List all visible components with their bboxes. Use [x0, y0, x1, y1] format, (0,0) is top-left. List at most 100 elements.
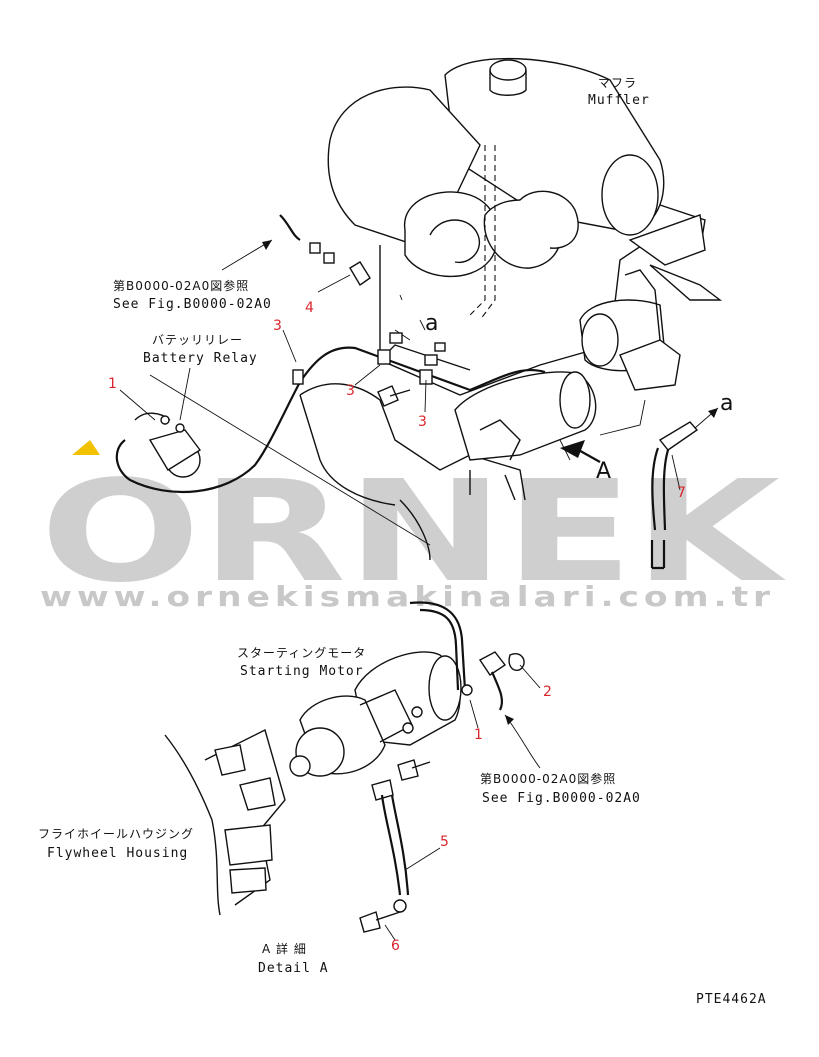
- callout-5: 5: [440, 834, 449, 850]
- view-a-return-line: [599, 399, 646, 436]
- leader-3a: [282, 329, 297, 363]
- view-A-arrow-head: [560, 440, 585, 458]
- watermark-brand: ORNEK: [40, 451, 786, 614]
- side-bracket: [649, 264, 723, 301]
- leader-6: [384, 924, 396, 941]
- view-A-arrow-shaft: [574, 447, 601, 463]
- cable-clamp-a: [292, 369, 304, 385]
- leader-2: [519, 664, 541, 689]
- label-detail-jp: A 詳 細: [262, 941, 307, 956]
- label-view-a-upper: a: [425, 311, 438, 336]
- ground-cable-5-b: [390, 794, 410, 896]
- callout-3-c: 3: [418, 414, 427, 430]
- sensor-connector-a: [309, 242, 321, 254]
- engine-assembly-drawing: [115, 57, 723, 570]
- label-flywheel-en: Flywheel Housing: [47, 846, 188, 861]
- engine-clip-c: [434, 342, 446, 352]
- muffler-outlet-pipe: [489, 70, 527, 96]
- detail-a-drawing: [164, 601, 541, 941]
- engine-clip-a: [389, 332, 403, 344]
- ref-top-arrow: [262, 240, 272, 250]
- pipe-7-arrow: [708, 408, 718, 418]
- battery-cable-loop: [115, 381, 301, 494]
- callout-1-bottom: 1: [474, 727, 483, 743]
- leader-1-top: [119, 389, 156, 421]
- flywheel-housing-lug-c: [224, 824, 273, 866]
- clamp-bolt-shank: [389, 389, 411, 397]
- pipe-7-top: [658, 421, 699, 451]
- label-muffler-jp: マフラ: [598, 76, 637, 90]
- callout-3-a: 3: [273, 318, 282, 334]
- sensor-plug: [349, 261, 371, 287]
- callout-2: 2: [543, 684, 552, 700]
- starter-motor-upper-end: [559, 371, 591, 429]
- flywheel-housing-lower: [299, 394, 396, 506]
- pipe-7-body-a: [651, 447, 660, 531]
- label-muffler-en: Muffler: [588, 93, 650, 108]
- label-detail-en: Detail A: [258, 961, 329, 976]
- battery-cable-harness: [299, 346, 546, 392]
- flywheel-housing-lug-a: [214, 744, 246, 776]
- starter-solenoid: [359, 689, 413, 743]
- turbo-inlet: [429, 219, 481, 264]
- filter-head: [619, 339, 681, 391]
- engine-clip-b: [424, 354, 438, 366]
- ground-cable-bottom-lug: [393, 899, 407, 913]
- leader-1-bottom: [469, 699, 479, 729]
- sensor-connector-b: [323, 252, 335, 264]
- battery-relay-bracket: [148, 429, 202, 471]
- ref-bottom-arrow: [505, 715, 514, 725]
- leader-A: [559, 439, 571, 461]
- clamp-bolt-head: [377, 385, 399, 407]
- drawing-code: PTE4462A: [696, 992, 767, 1007]
- cable-clamp-b: [377, 349, 391, 365]
- filter-end: [581, 313, 619, 367]
- filter-bracket: [624, 269, 661, 341]
- callout-numbers: 1 3 3 3 4 7 2 1 5 6: [108, 300, 686, 954]
- label-starting-motor-jp: スターティングモータ: [237, 646, 366, 660]
- bolt-6-shank: [375, 911, 401, 921]
- label-ref-bottom-en: See Fig.B0000-02A0: [482, 791, 641, 806]
- terminal-2-wire: [490, 671, 504, 711]
- flywheel-housing-edge: [399, 499, 431, 561]
- flywheel-housing-profile: [164, 734, 221, 916]
- watermark-accent: [72, 440, 100, 455]
- flywheel-housing-upper: [299, 383, 526, 501]
- exhaust-pipe-dashed-a: [469, 145, 486, 316]
- starter-motor-upper-nose: [479, 419, 521, 461]
- pipe-7-body-b: [662, 449, 670, 531]
- text-labels: マフラ Muffler 第B0000-02A0図参照 See Fig.B0000…: [38, 76, 767, 1007]
- terminal-2-lug: [478, 651, 507, 676]
- leader-3c: [424, 379, 427, 413]
- starter-cable-a: [409, 601, 467, 691]
- callout-4: 4: [305, 300, 314, 316]
- flywheel-housing-lug-d: [229, 867, 267, 894]
- starter-motor-upper-mount: [469, 470, 516, 501]
- watermark: ORNEK www.ornekismakinalari.com.tr: [40, 440, 786, 614]
- label-flywheel-jp: フライホイールハウジング: [38, 827, 194, 841]
- starter-cable-lug: [461, 684, 473, 696]
- bolt-upper-shank: [411, 761, 431, 769]
- callout-1-top: 1: [108, 376, 117, 392]
- elbow-pipe: [519, 190, 579, 249]
- leader-5: [404, 847, 441, 871]
- leader-relay: [179, 367, 191, 421]
- muffler-outlet: [489, 59, 527, 81]
- label-ref-top-jp: 第B0000-02A0図参照: [113, 278, 249, 293]
- terminal-2-nut: [508, 653, 525, 672]
- label-ref-bottom-jp: 第B0000-02A0図参照: [480, 771, 616, 786]
- callout-7: 7: [677, 485, 686, 501]
- ground-cable-5-a: [380, 794, 402, 896]
- label-view-A: A: [596, 459, 611, 484]
- starter-cable-b: [419, 608, 460, 691]
- exhaust-pipe-dashed-b: [479, 145, 496, 321]
- label-view-a-right: a: [720, 391, 733, 416]
- leader-4: [317, 274, 351, 293]
- label-battery-relay-en: Battery Relay: [143, 351, 258, 366]
- watermark-url: www.ornekismakinalari.com.tr: [40, 580, 775, 613]
- label-battery-relay-jp: バテッリリレー: [152, 333, 243, 347]
- pipe-7-lower: [650, 540, 666, 570]
- starter-pinion: [289, 755, 311, 777]
